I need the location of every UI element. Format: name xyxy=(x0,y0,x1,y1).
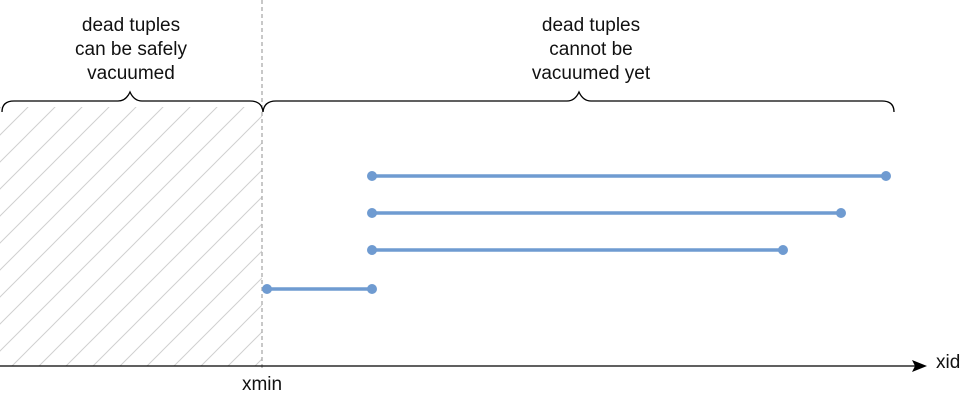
right-label-line: dead tuples xyxy=(542,15,640,36)
left-label-line: vacuumed xyxy=(87,63,175,84)
right-label-line: vacuumed yet xyxy=(532,63,651,84)
right-brace xyxy=(262,90,895,113)
transaction-segment xyxy=(367,208,846,218)
left-brace xyxy=(1,90,264,113)
xid-axis-label: xid xyxy=(936,352,960,373)
left-label: dead tuples can be safely vacuumed xyxy=(75,15,187,84)
left-label-line: dead tuples xyxy=(82,15,180,36)
left-label-line: can be safely xyxy=(75,39,187,60)
right-label-line: cannot be xyxy=(549,39,632,60)
vacuumable-region-hatch xyxy=(0,107,262,366)
xid-axis-arrow-icon xyxy=(912,360,927,372)
right-label: dead tuples cannot be vacuumed yet xyxy=(532,15,651,84)
xmin-label: xmin xyxy=(242,374,282,395)
transaction-segment xyxy=(367,245,788,255)
transaction-segment xyxy=(262,284,377,294)
transaction-segment xyxy=(367,171,891,181)
